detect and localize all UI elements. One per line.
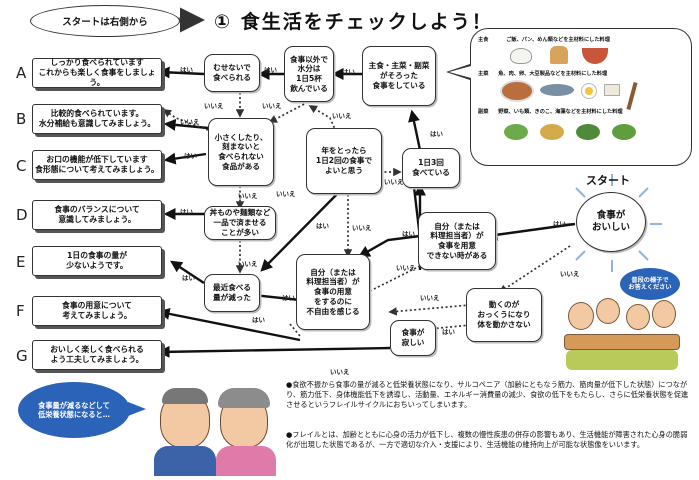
label-no: いいえ [330, 368, 350, 376]
label-no: いいえ [352, 224, 372, 232]
result-box-c: お口の機能が低下しています 食形態について考えてみましょう。 [32, 150, 162, 180]
question-prep-inconvenient: 自分（または 料理担当者）が 食事の用意 をするのに 不自由を感じる [296, 254, 370, 330]
start-label: スタート [586, 174, 630, 187]
question-choke: むせないで 食べられる [204, 54, 260, 92]
elder-woman-body-shape [216, 446, 276, 476]
label-yes: はい [442, 328, 455, 336]
fish-icon [540, 84, 574, 96]
question-chew: 小さくしたり、 刻まないと 食べられない 食品がある [208, 118, 274, 186]
worried-elders-illustration [150, 380, 280, 476]
legend-staple-name: 主食 [478, 37, 489, 43]
label-yes: はい [180, 66, 193, 74]
egg-icon [582, 84, 596, 98]
label-no: いいえ [238, 192, 258, 200]
start-hint-bubble: スタートは右側から [30, 5, 180, 37]
label-no: いいえ [276, 190, 296, 198]
page-title: ① 食生活をチェックしよう！ [214, 11, 493, 33]
broccoli-icon [612, 124, 636, 140]
result-box-e: 1日の食事の量が 少ないようです。 [32, 246, 162, 276]
label-no: いいえ [332, 112, 352, 120]
legend-row-main: 主菜 魚、肉、卵、大豆製品などを主材料にした料理 [478, 70, 607, 77]
legend-main-desc: 魚、肉、卵、大豆製品などを主材料にした料理 [498, 71, 608, 77]
label-no: いいえ [420, 294, 440, 302]
elder-man-body-shape [154, 446, 216, 476]
elder-face-icon [652, 300, 676, 328]
label-yes: はい [430, 130, 443, 138]
label-no: いいえ [238, 260, 258, 268]
elder-woman-hair-shape [218, 388, 270, 408]
result-letter-a: A [16, 64, 27, 82]
label-yes: はい [182, 274, 195, 282]
legend-staple-desc: ご飯、パン、めん類などを主材料にした料理 [506, 37, 610, 43]
question-three-meals: 1日3回 食べている [402, 148, 460, 188]
result-box-a: しっかり食べられています これからも楽しく食事をしましょう。 [32, 58, 162, 88]
result-box-b: 比較的食べられています。 水分補給も意識してみましょう。 [32, 104, 162, 134]
note-sarcopenia: ●食欲不振から食事の量が減ると低栄養状態になり、サルコペニア（加齢にともなう筋力… [286, 380, 689, 410]
question-water: 食事以外で 水分は 1日5杯 飲んでいる [284, 46, 334, 102]
legend-side-name: 副菜 [478, 109, 489, 115]
legend-row-staple: 主食 ご飯、パン、めん類などを主材料にした料理 [478, 36, 610, 43]
question-meal-prep: 自分（または 料理担当者）が 食事を用意 できない時がある [418, 212, 496, 270]
label-yes: はい [316, 222, 329, 230]
clothing-shape [566, 350, 678, 370]
note-frailty: ●フレイルとは、加齢とともに心身の活力が低下し、複数の慢性疾患の併存の影響もあり… [286, 430, 688, 450]
result-letter-f: F [16, 302, 25, 320]
elder-face-icon [626, 304, 650, 330]
elder-man-hair-shape [162, 388, 208, 404]
result-box-f: 食事の用意について 考えてみましょう。 [32, 296, 162, 326]
spinach-icon [576, 124, 600, 140]
label-yes: はい [553, 220, 566, 228]
question-single-dish: 丼ものや麺類など 一品で済ませる ことが多い [204, 206, 276, 240]
label-no: いいえ [396, 264, 416, 272]
result-letter-b: B [16, 110, 27, 128]
rice-bowl-icon [510, 48, 532, 64]
label-yes: はい [264, 66, 277, 74]
elder-face-icon [568, 302, 594, 330]
result-letter-d: D [16, 206, 28, 224]
label-yes: はい [180, 208, 193, 216]
legend-main-name: 主菜 [478, 71, 489, 77]
question-age: 年をとったら 1日2回の食事で よいと思う [306, 128, 382, 194]
result-box-g: おいしく楽しく食べられる よう工夫してみましょう。 [32, 340, 162, 370]
family-meal-illustration [560, 292, 684, 374]
bubble-tail [128, 402, 146, 416]
legend-row-side: 副菜 野菜、いも類、きのこ、海藻などを主材料にした料理 [478, 108, 623, 115]
vegetable-dish-icon [540, 124, 564, 140]
undernutrition-bubble: 食事量が減るなどして低栄養状態になると… [18, 382, 130, 438]
answer-hint-text: 普段の様子で お答えください [628, 276, 672, 291]
question-staple: 主食・主菜・副菜 がそろった 食事をしている [362, 46, 436, 106]
label-yes: はい [184, 152, 197, 160]
start-hint-text: スタートは右側から [62, 17, 148, 28]
label-no: いいえ [560, 270, 580, 278]
label-yes: はい [252, 316, 265, 324]
question-start: 食事が おいしい [576, 192, 646, 252]
meat-plate-icon [500, 80, 534, 102]
label-no: いいえ [180, 118, 200, 126]
undernutrition-text: 食事量が減るなどして低栄養状態になると… [38, 401, 110, 419]
salad-icon [504, 124, 528, 140]
answer-hint-bubble: 普段の様子で お答えください [620, 268, 680, 300]
elder-face-icon [596, 298, 620, 324]
result-letter-c: C [16, 157, 27, 175]
result-box-d: 食事のバランスについて 意識してみましょう。 [32, 200, 162, 230]
label-no: いいえ [384, 178, 404, 186]
label-no: いいえ [262, 102, 282, 110]
result-letter-e: E [16, 253, 26, 271]
noodle-bowl-icon [582, 48, 608, 64]
label-yes: はい [342, 68, 355, 76]
legend-side-desc: 野菜、いも類、きのこ、海藻などを主材料にした料理 [498, 109, 623, 115]
dining-table-icon [564, 334, 680, 350]
label-yes: はい [282, 294, 295, 302]
question-lonely: 食事が 寂しい [390, 320, 436, 356]
label-no: いいえ [204, 102, 224, 110]
legend-bubble-tail-fill [449, 66, 471, 78]
question-inactive: 動くのが おっくうになり 体を動かさない [466, 288, 542, 342]
tofu-icon [604, 84, 620, 96]
result-letter-g: G [16, 347, 28, 365]
question-less-food: 最近食べる 量が減った [204, 274, 260, 312]
bread-icon [550, 46, 568, 64]
label-yes: はい [402, 230, 415, 238]
